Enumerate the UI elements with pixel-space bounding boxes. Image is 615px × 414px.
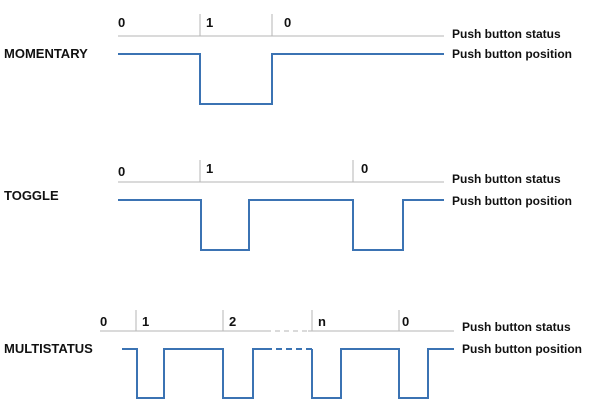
momentary-state-2: 0	[284, 15, 291, 30]
toggle-section: TOGGLE 0 1 0 Push button status Push but…	[4, 160, 572, 251]
multistatus-state-2: 2	[229, 314, 236, 329]
momentary-status-label: Push button status	[452, 27, 561, 41]
multistatus-position-label: Push button position	[462, 342, 582, 356]
toggle-state-2: 0	[361, 161, 368, 176]
momentary-state-1: 1	[206, 15, 213, 30]
toggle-status-label: Push button status	[452, 172, 561, 186]
multistatus-state-n: n	[318, 314, 326, 329]
toggle-position-label: Push button position	[452, 194, 572, 208]
multistatus-state-end: 0	[402, 314, 409, 329]
multistatus-position-signal-b	[311, 348, 454, 399]
multistatus-title: MULTISTATUS	[4, 341, 93, 356]
momentary-section: MOMENTARY 0 1 0 Push button status Push …	[4, 14, 572, 105]
momentary-title: MOMENTARY	[4, 46, 88, 61]
multistatus-state-1: 1	[142, 314, 149, 329]
momentary-position-signal	[118, 53, 444, 105]
toggle-title: TOGGLE	[4, 188, 59, 203]
toggle-position-signal	[118, 199, 444, 251]
multistatus-position-signal-a	[122, 348, 266, 399]
toggle-state-1: 1	[206, 161, 213, 176]
momentary-position-label: Push button position	[452, 47, 572, 61]
multistatus-state-0: 0	[100, 314, 107, 329]
multistatus-status-label: Push button status	[462, 320, 571, 334]
multistatus-section: MULTISTATUS 0 1 2 n 0 Push button status…	[4, 310, 582, 399]
momentary-state-0: 0	[118, 15, 125, 30]
toggle-state-0: 0	[118, 164, 125, 179]
